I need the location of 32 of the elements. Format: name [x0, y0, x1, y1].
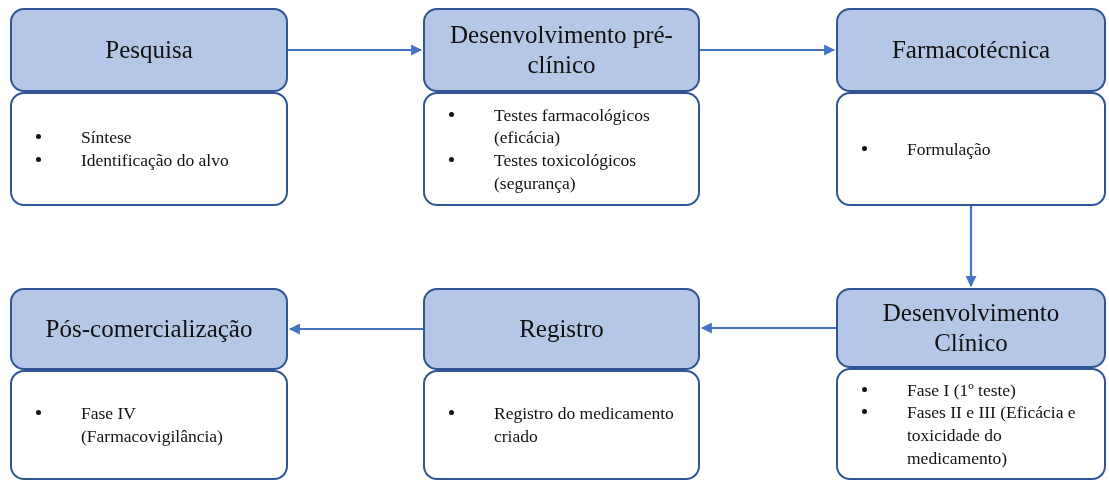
stage-header-box	[10, 8, 288, 92]
arrow	[700, 44, 836, 56]
stage-detail-box	[10, 92, 288, 206]
bullet-text: Testes toxicológicos (segurança)	[494, 149, 638, 195]
bullet-text: Fases II e III (Eficácia e toxicidade do medicamento)	[907, 401, 1077, 470]
stage-title: Desenvolvimento Clínico	[881, 298, 1061, 358]
stage-title: Registro	[519, 314, 604, 344]
arrow	[288, 44, 423, 56]
arrow	[700, 322, 836, 334]
arrow	[965, 206, 977, 288]
bullet-text: Fase IV (Farmacovigilância)	[81, 402, 224, 448]
stage-detail-box	[836, 368, 1106, 480]
bullet-text: Fase I (1º teste)	[907, 378, 1016, 402]
bullet-text: Registro do medicamento criado	[494, 402, 675, 448]
stage-title: Pós-comercialização	[45, 314, 253, 344]
stage-title: Farmacotécnica	[891, 35, 1051, 65]
stage-title: Pesquisa	[105, 35, 193, 65]
bullet-text: Formulação	[907, 137, 991, 161]
stage-detail-box	[423, 92, 700, 206]
stage-title: Desenvolvimento pré-clínico	[449, 20, 674, 80]
bullet-text: Testes farmacológicos (eficácia)	[494, 103, 651, 149]
stage-header-box	[836, 288, 1106, 368]
stage-detail-box	[423, 370, 700, 480]
arrow	[288, 323, 423, 335]
stage-detail-box	[10, 370, 288, 480]
bullet-text: Síntese	[81, 126, 132, 149]
stage-detail-box	[836, 92, 1106, 206]
stage-header-box	[836, 8, 1106, 92]
bullet-text: Identificação do alvo	[81, 149, 229, 172]
stage-header-box	[10, 288, 288, 370]
stage-header-box	[423, 8, 700, 92]
stage-header-box	[423, 288, 700, 370]
